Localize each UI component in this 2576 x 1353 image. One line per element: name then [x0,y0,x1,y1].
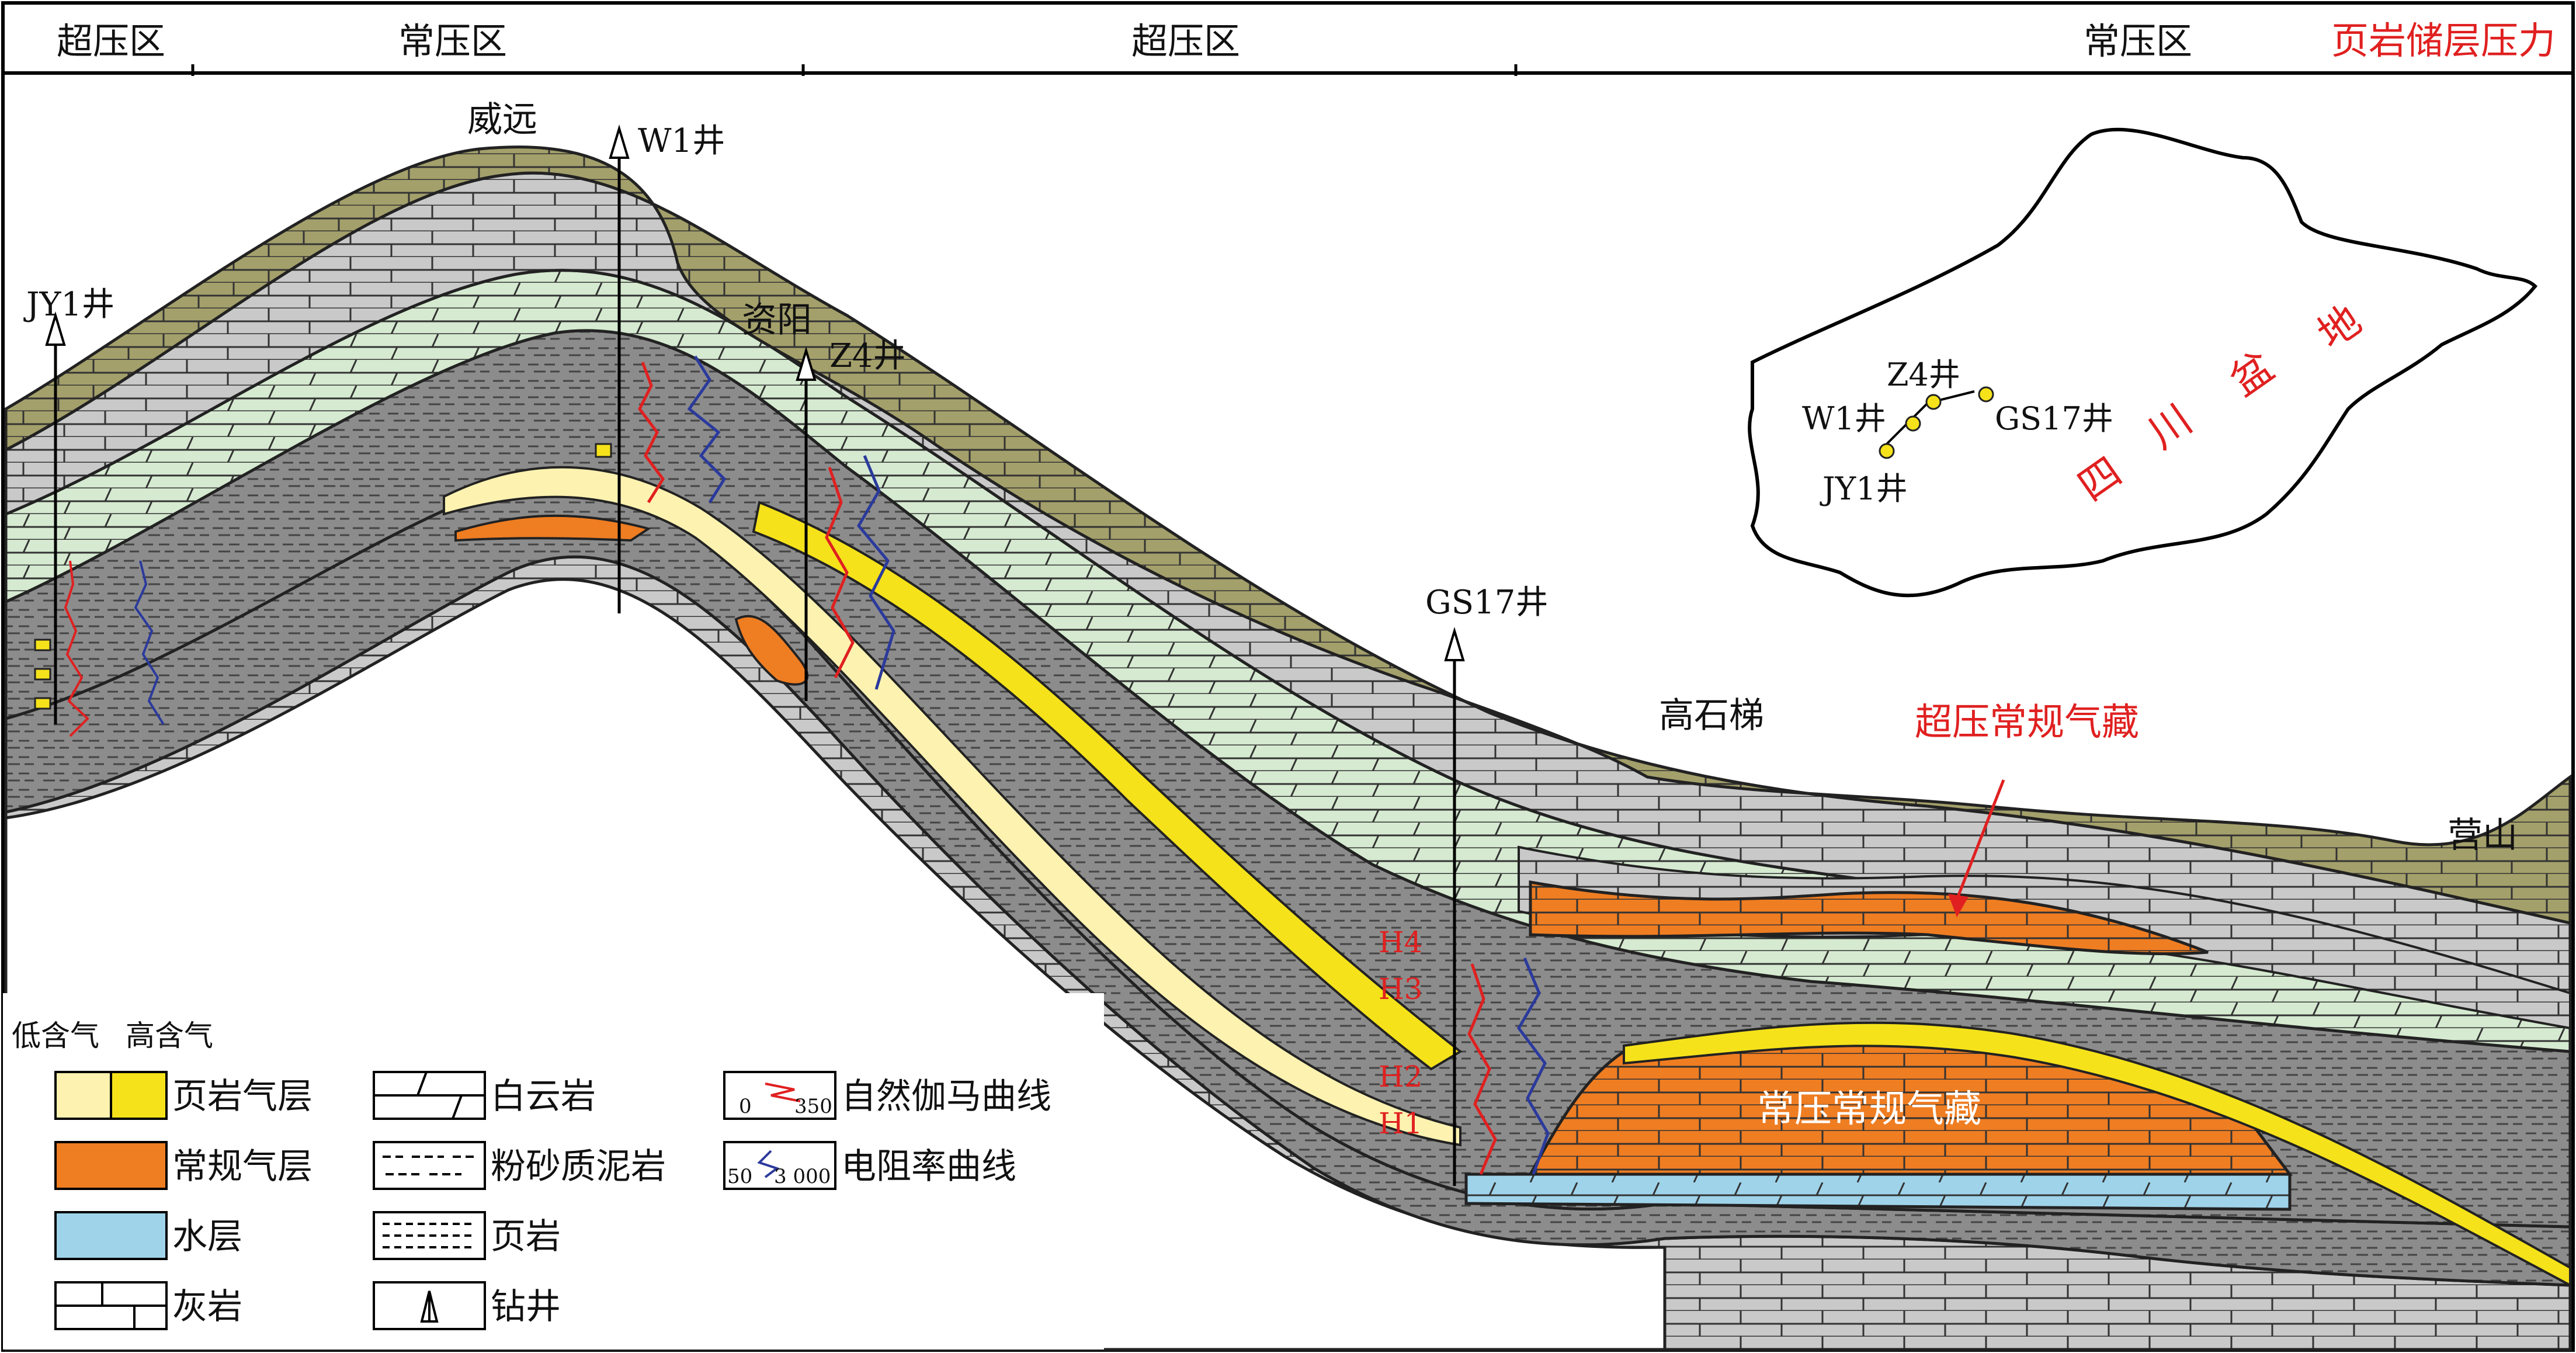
legend-gamma-max: 350 [794,1095,832,1118]
layer-tag-h1: H1 [1379,1106,1422,1140]
legend-label-resistivity: 电阻率曲线 [841,1146,1016,1187]
legend-label-limestone: 灰岩 [172,1286,242,1327]
inset-map: Z4井 W1井 GS17井 JY1井 四 川 盆 地 [1748,127,2538,598]
gamma-curve-z4 [825,467,855,679]
wells: JY1井 W1井 Z4井 GS17井 [23,122,1550,1186]
legend-high-gas: 高含气 [126,1019,213,1053]
inset-well-dot [1879,443,1895,459]
pressure-title: 页岩储层压力 [2331,20,2556,63]
resistivity-curve-jy1 [134,560,165,726]
gas-marker [595,443,612,458]
zone-label-4: 常压区 [2084,20,2192,63]
inset-well-dot [1978,386,1994,403]
overpressure-reservoir-label: 超压常规气藏 [1915,701,2139,744]
legend-gamma-min: 0 [739,1095,752,1118]
overpressure-gas-lens [1529,880,2209,956]
zone-label-2: 常压区 [398,20,507,63]
well-label-gs17: GS17井 [1425,584,1548,622]
legend-label-gamma: 自然伽马曲线 [841,1076,1051,1117]
legend-label-silty-mudstone: 粉砂质泥岩 [491,1146,666,1187]
gas-marker [34,668,51,681]
legend-resistivity-max: 3 000 [774,1165,831,1188]
inset-label-jy1: JY1井 [1820,470,1908,507]
resistivity-curve-z4 [856,455,895,690]
sichuan-basin-outline [1748,127,2538,598]
drill-arrow-icon [45,311,66,346]
gamma-curve-jy1 [64,560,89,737]
normal-reservoir-label: 常压常规气藏 [1757,1088,1981,1131]
legend-swatch-water [54,1211,168,1260]
water-layer [1464,1172,2292,1211]
place-yingshan: 营山 [2447,815,2518,856]
place-ziyang: 资阳 [742,300,812,341]
legend-label-water: 水层 [172,1216,242,1257]
inset-well-dot [1905,415,1921,432]
zone-label-3: 超压区 [1131,20,1240,63]
shale-gas-low [443,466,1461,1147]
layer-tag-h3: H3 [1379,972,1422,1006]
legend-swatch-gamma [723,1071,836,1120]
layer-tag-h4: H4 [1379,925,1422,959]
gamma-curve-w1 [638,362,665,504]
zone-label-1: 超压区 [57,20,165,63]
gas-marker [34,697,51,710]
drill-arrow-icon [609,124,630,159]
legend-label-conventional-gas: 常规气层 [172,1146,313,1187]
legend: 低含气 高含气 页岩气层 常规气层 水层 灰岩 白云岩 粉砂质泥岩 页岩 钻井 … [3,993,1104,1349]
resistivity-curve-w1 [687,355,727,504]
weiyuan-gas-lens [454,514,651,542]
shale-gas-high [752,501,1463,1071]
well-label-jy1: JY1井 [23,286,114,324]
well-w1[interactable]: W1井 [609,122,725,613]
well-label-w1: W1井 [638,122,725,160]
legend-swatch-silty-mudstone [373,1141,486,1190]
shale-gas-right [1623,1021,2571,1288]
legend-label-shale: 页岩 [491,1216,561,1257]
legend-label-well: 钻井 [491,1286,561,1327]
well-gs17[interactable]: GS17井 [1425,584,1548,1186]
legend-swatch-resistivity [723,1141,836,1190]
drill-arrow-icon [1444,627,1465,661]
legend-label-shale-gas: 页岩气层 [172,1076,313,1117]
well-z4[interactable]: Z4井 [796,337,906,701]
resistivity-curve-gs17 [1517,957,1550,1175]
legend-low-gas: 低含气 [12,1019,99,1053]
reservoir-labels: 超压常规气藏 常压常规气藏 [1757,701,2139,1131]
layer-tag-h2: H2 [1379,1060,1422,1094]
place-labels: 威远 资阳 高石梯 营山 [467,99,2518,856]
legend-label-dolomite: 白云岩 [491,1076,596,1117]
inset-label-z4: Z4井 [1887,356,1960,393]
legend-swatch-shale-gas-low [54,1071,112,1120]
drill-arrow-icon [796,346,817,381]
inset-well-dot [1925,394,1942,410]
arrow-icon [1948,894,1969,917]
legend-swatch-shale-gas-high [110,1071,168,1120]
inset-label-gs17: GS17井 [1995,400,2113,437]
surface-olive [4,145,2572,925]
place-gaoshiti: 高石梯 [1659,695,1764,736]
well-jy1[interactable]: JY1井 [23,286,114,724]
drill-icon [420,1290,439,1323]
inset-label-w1: W1井 [1802,400,1886,437]
well-label-z4: Z4井 [829,337,906,375]
gamma-curve-gs17 [1467,963,1497,1175]
legend-swatch-conventional-gas [54,1141,168,1190]
layer-tags: H4 H3 H2 H1 [1379,925,1422,1140]
place-weiyuan: 威远 [467,99,537,140]
legend-resistivity-min: 50 [727,1165,752,1188]
gas-marker [34,639,51,651]
